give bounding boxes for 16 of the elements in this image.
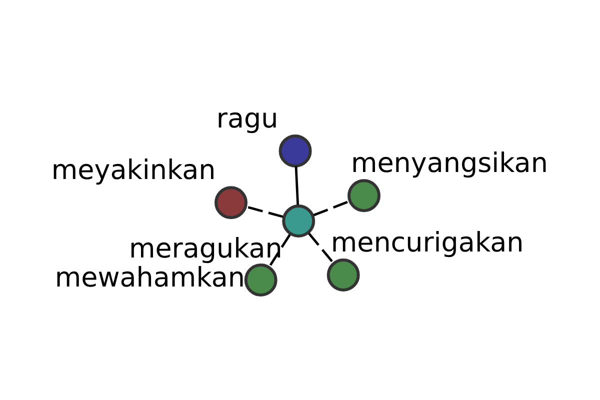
node-label: mewahamkan xyxy=(54,262,244,294)
node-label: mencurigakan xyxy=(330,227,524,258)
node-label: meragukan xyxy=(128,233,282,264)
node-circle xyxy=(347,178,380,212)
node-label: meyakinkan xyxy=(50,154,216,186)
node-label: ragu xyxy=(216,103,278,134)
connector xyxy=(308,232,334,264)
node-circle xyxy=(326,258,360,291)
node-label: menyangsikan xyxy=(350,148,548,179)
node-circle xyxy=(244,263,277,296)
node-circle xyxy=(278,134,312,167)
node-circle xyxy=(214,186,247,219)
connector xyxy=(294,166,299,204)
node-circle xyxy=(282,204,315,237)
connector xyxy=(312,200,350,216)
connector xyxy=(268,234,290,268)
